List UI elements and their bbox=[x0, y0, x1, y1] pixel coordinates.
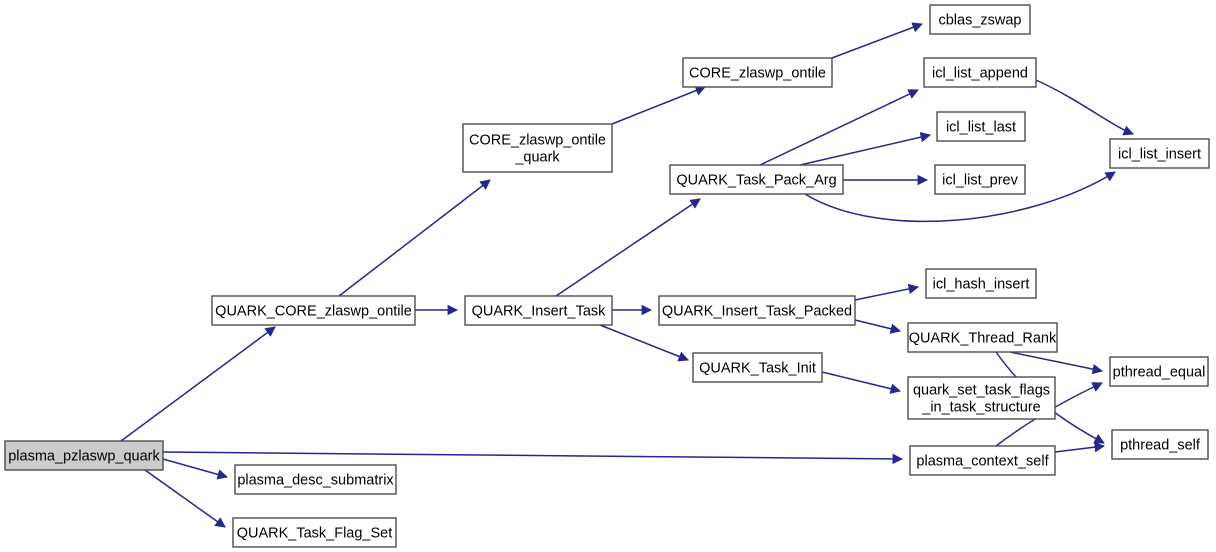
node-box-pthread_equal[interactable] bbox=[1109, 356, 1209, 387]
call-edge-plasma_pzlaswp_quark-to-QUARK_CORE_zlaswp_ontile bbox=[120, 326, 276, 442]
node-label-icl_list_append: icl_list_append bbox=[932, 65, 1028, 81]
call-edge-icl_list_append-to-icl_list_insert bbox=[1035, 79, 1134, 136]
node-QUARK_Task_Pack_Arg[interactable]: QUARK_Task_Pack_Arg bbox=[669, 164, 844, 195]
node-box-QUARK_Insert_Task[interactable] bbox=[464, 295, 613, 326]
node-label-plasma_pzlaswp_quark: plasma_pzlaswp_quark bbox=[8, 448, 160, 464]
node-pthread_self[interactable]: pthread_self bbox=[1111, 429, 1209, 460]
node-QUARK_Insert_Task[interactable]: QUARK_Insert_Task bbox=[464, 295, 613, 326]
node-box-cblas_zswap[interactable] bbox=[929, 4, 1031, 35]
node-QUARK_Task_Init[interactable]: QUARK_Task_Init bbox=[692, 352, 823, 383]
node-icl_list_last[interactable]: icl_list_last bbox=[936, 111, 1026, 142]
node-box-plasma_desc_submatrix[interactable] bbox=[234, 464, 397, 495]
node-icl_list_append[interactable]: icl_list_append bbox=[923, 57, 1037, 88]
node-QUARK_Thread_Rank[interactable]: QUARK_Thread_Rank bbox=[907, 322, 1058, 353]
node-label-QUARK_Insert_Task_Packed: QUARK_Insert_Task_Packed bbox=[662, 303, 852, 319]
node-label-icl_list_last: icl_list_last bbox=[946, 119, 1016, 135]
node-label-QUARK_Task_Flag_Set: QUARK_Task_Flag_Set bbox=[237, 525, 393, 541]
node-label-cblas_zswap: cblas_zswap bbox=[938, 12, 1021, 28]
node-cblas_zswap[interactable]: cblas_zswap bbox=[929, 4, 1031, 35]
call-edge-QUARK_Thread_Rank-to-pthread_equal bbox=[1009, 351, 1104, 375]
node-icl_hash_insert[interactable]: icl_hash_insert bbox=[925, 268, 1037, 299]
call-edge-plasma_pzlaswp_quark-to-plasma_desc_submatrix bbox=[162, 458, 229, 480]
node-layer: plasma_pzlaswp_quark plasma_desc_submatri… bbox=[4, 4, 1210, 548]
node-CORE_zlaswp_ontile[interactable]: CORE_zlaswp_ontile bbox=[682, 57, 833, 88]
call-edge-plasma_pzlaswp_quark-to-QUARK_Task_Flag_Set bbox=[144, 469, 226, 528]
node-label-QUARK_Thread_Rank: QUARK_Thread_Rank bbox=[909, 330, 1057, 346]
call-edge-QUARK_CORE_zlaswp_ontile-to-CORE_zlaswp_ontile_quark bbox=[338, 179, 491, 297]
node-box-pthread_self[interactable] bbox=[1111, 429, 1209, 460]
node-label-QUARK_CORE_zlaswp_ontile: QUARK_CORE_zlaswp_ontile bbox=[215, 303, 412, 319]
node-box-quark_set_task_flags_in_task_structure[interactable] bbox=[907, 376, 1056, 420]
node-label-icl_hash_insert: icl_hash_insert bbox=[933, 276, 1030, 292]
node-label-icl_list_insert: icl_list_insert bbox=[1118, 146, 1201, 162]
node-label-CORE_zlaswp_ontile: CORE_zlaswp_ontile bbox=[689, 65, 826, 81]
call-edge-plasma_pzlaswp_quark-to-plasma_context_self bbox=[162, 451, 904, 465]
node-box-QUARK_Insert_Task_Packed[interactable] bbox=[658, 295, 856, 326]
node-icl_list_insert[interactable]: icl_list_insert bbox=[1109, 138, 1210, 169]
node-label-icl_list_prev: icl_list_prev bbox=[942, 172, 1018, 188]
node-pthread_equal[interactable]: pthread_equal bbox=[1109, 356, 1209, 387]
node-box-QUARK_Task_Init[interactable] bbox=[692, 352, 823, 383]
node-box-QUARK_Thread_Rank[interactable] bbox=[907, 322, 1058, 353]
node-plasma_context_self[interactable]: plasma_context_self bbox=[909, 445, 1056, 476]
call-edge-CORE_zlaswp_ontile_quark-to-CORE_zlaswp_ontile bbox=[611, 85, 706, 125]
node-label-pthread_equal: pthread_equal bbox=[1113, 364, 1206, 380]
call-edge-QUARK_Insert_Task-to-QUARK_Task_Init bbox=[599, 324, 689, 362]
node-label-quark_set_task_flags_in_task_structure: quark_set_task_flags bbox=[913, 382, 1050, 398]
call-edge-plasma_context_self-to-pthread_self bbox=[1054, 441, 1106, 453]
node-QUARK_Task_Flag_Set[interactable]: QUARK_Task_Flag_Set bbox=[232, 517, 397, 548]
node-box-plasma_pzlaswp_quark[interactable] bbox=[4, 440, 164, 471]
call-edge-QUARK_Task_Pack_Arg-to-icl_list_append bbox=[759, 89, 919, 166]
call-edge-QUARK_Task_Init-to-quark_set_task_flags_in_task_structure bbox=[821, 371, 902, 394]
node-label-QUARK_Task_Pack_Arg: QUARK_Task_Pack_Arg bbox=[676, 172, 836, 188]
call-edge-QUARK_Insert_Task_Packed-to-icl_hash_insert bbox=[854, 283, 920, 301]
node-box-icl_list_insert[interactable] bbox=[1109, 138, 1210, 169]
node-box-QUARK_CORE_zlaswp_ontile[interactable] bbox=[211, 295, 416, 326]
node-box-CORE_zlaswp_ontile[interactable] bbox=[682, 57, 833, 88]
node-icl_list_prev[interactable]: icl_list_prev bbox=[934, 164, 1026, 195]
node-box-CORE_zlaswp_ontile_quark[interactable] bbox=[462, 123, 613, 173]
node-box-QUARK_Task_Pack_Arg[interactable] bbox=[669, 164, 844, 195]
call-edge-QUARK_Insert_Task_Packed-to-QUARK_Thread_Rank bbox=[854, 319, 902, 334]
edge-layer bbox=[120, 22, 1134, 528]
node-plasma_pzlaswp_quark[interactable]: plasma_pzlaswp_quark bbox=[4, 440, 164, 471]
node-box-icl_list_append[interactable] bbox=[923, 57, 1037, 88]
node-box-icl_hash_insert[interactable] bbox=[925, 268, 1037, 299]
node-box-plasma_context_self[interactable] bbox=[909, 445, 1056, 476]
node-label-QUARK_Insert_Task: QUARK_Insert_Task bbox=[472, 303, 607, 319]
node-QUARK_CORE_zlaswp_ontile[interactable]: QUARK_CORE_zlaswp_ontile bbox=[211, 295, 416, 326]
node-label-quark_set_task_flags_in_task_structure: _in_task_structure bbox=[921, 399, 1040, 415]
node-label-CORE_zlaswp_ontile_quark: _quark bbox=[514, 149, 560, 165]
call-edge-QUARK_Task_Pack_Arg-to-icl_list_insert bbox=[804, 171, 1116, 223]
node-quark_set_task_flags_in_task_structure[interactable]: quark_set_task_flags_in_task_structure bbox=[907, 376, 1056, 420]
node-CORE_zlaswp_ontile_quark[interactable]: CORE_zlaswp_ontile_quark bbox=[462, 123, 613, 173]
node-label-plasma_context_self: plasma_context_self bbox=[916, 453, 1049, 469]
node-plasma_desc_submatrix[interactable]: plasma_desc_submatrix bbox=[234, 464, 397, 495]
node-box-icl_list_last[interactable] bbox=[936, 111, 1026, 142]
node-label-plasma_desc_submatrix: plasma_desc_submatrix bbox=[237, 472, 394, 488]
call-edge-QUARK_Insert_Task-to-QUARK_Task_Pack_Arg bbox=[555, 198, 701, 297]
node-label-CORE_zlaswp_ontile_quark: CORE_zlaswp_ontile bbox=[469, 132, 606, 148]
call-edge-QUARK_Task_Pack_Arg-to-icl_list_last bbox=[799, 132, 932, 166]
call-edge-CORE_zlaswp_ontile-to-cblas_zswap bbox=[831, 22, 923, 59]
node-label-pthread_self: pthread_self bbox=[1120, 437, 1201, 453]
node-box-QUARK_Task_Flag_Set[interactable] bbox=[232, 517, 397, 548]
node-QUARK_Insert_Task_Packed[interactable]: QUARK_Insert_Task_Packed bbox=[658, 295, 856, 326]
node-label-QUARK_Task_Init: QUARK_Task_Init bbox=[699, 360, 816, 376]
node-box-icl_list_prev[interactable] bbox=[934, 164, 1026, 195]
